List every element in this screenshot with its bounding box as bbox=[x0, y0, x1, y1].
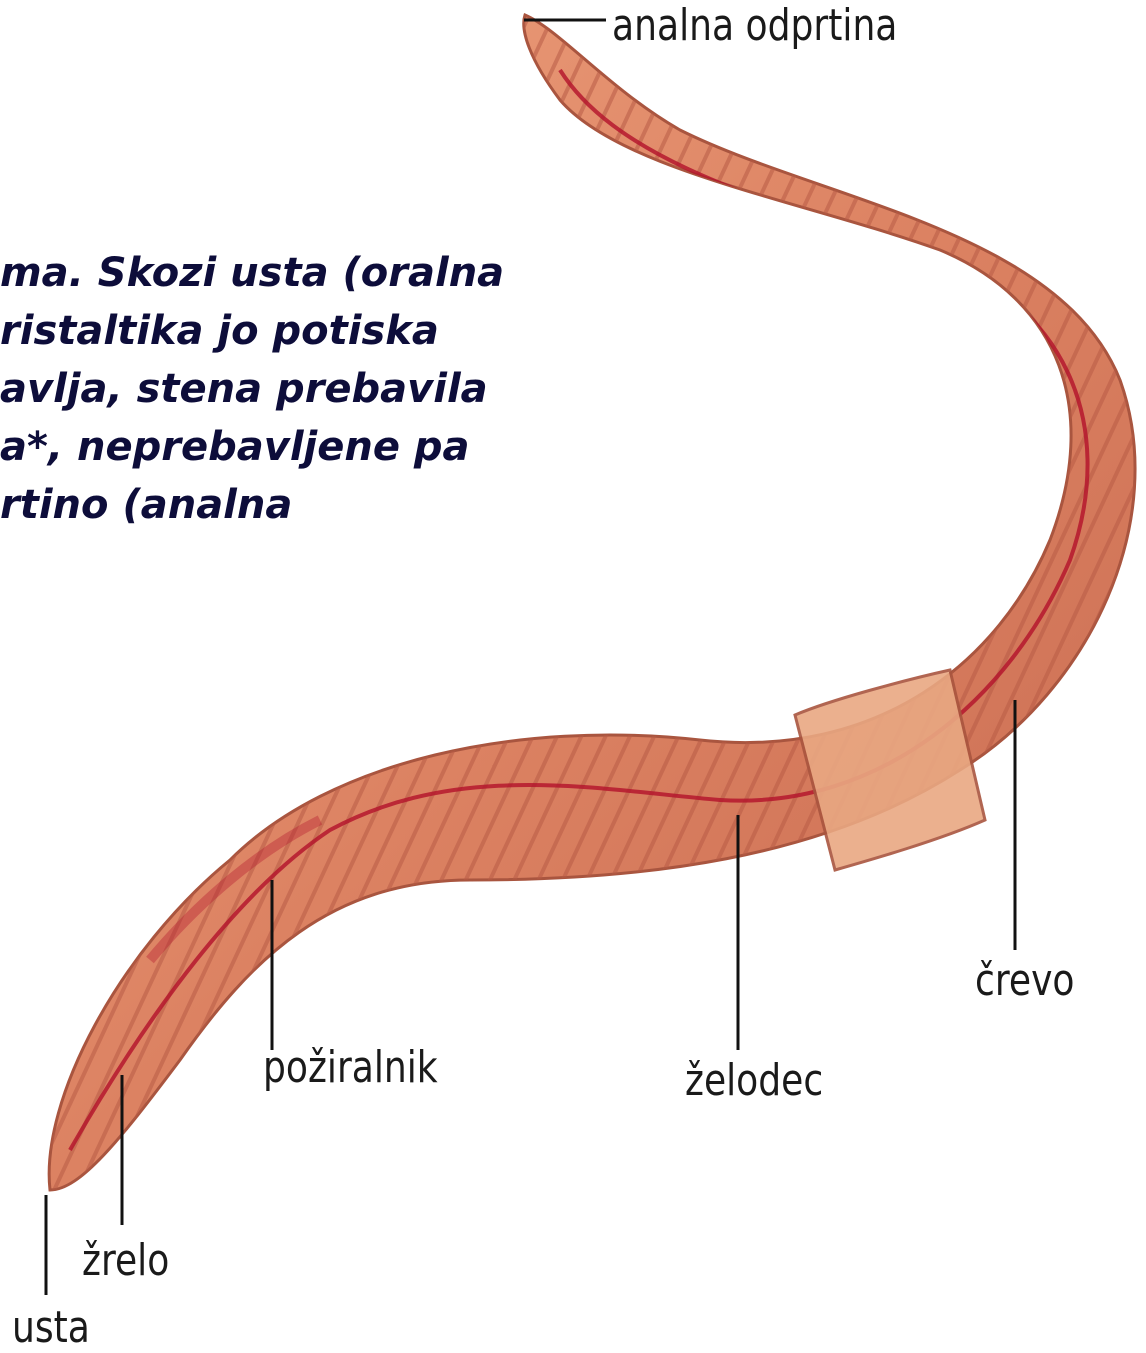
label-mouth: usta bbox=[12, 1302, 90, 1353]
label-stomach: želodec bbox=[685, 1055, 823, 1106]
overlay-line: ristaltika jo potiska bbox=[0, 302, 600, 360]
label-pharynx: žrelo bbox=[82, 1235, 169, 1286]
overlay-line: ma. Skozi usta (oralna bbox=[0, 244, 600, 302]
label-esophagus: požiralnik bbox=[263, 1042, 438, 1093]
label-anus: analna odprtina bbox=[612, 0, 897, 51]
label-intestine: črevo bbox=[975, 955, 1075, 1006]
overlay-line: avlja, stena prebavila bbox=[0, 360, 600, 418]
overlay-line: a*, neprebavljene pa bbox=[0, 418, 600, 476]
overlay-text-block: ma. Skozi usta (oralna ristaltika jo pot… bbox=[0, 244, 600, 534]
overlay-line: rtino (analna bbox=[0, 476, 600, 534]
